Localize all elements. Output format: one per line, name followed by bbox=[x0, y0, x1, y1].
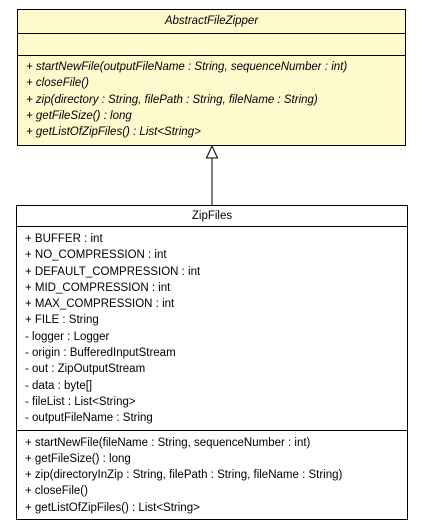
class-zip-files[interactable]: ZipFiles + BUFFER : int + NO_COMPRESSION… bbox=[16, 205, 408, 520]
attribute: - fileList : List<String> bbox=[25, 395, 136, 408]
operation: + getFileSize() : long bbox=[25, 452, 131, 465]
attribute: - outputFileName : String bbox=[25, 412, 153, 425]
operation: + zip(directory : String, filePath : Str… bbox=[26, 93, 318, 106]
operation: + zip(directoryInZip : String, filePath … bbox=[25, 469, 343, 482]
attribute: - origin : BufferedInputStream bbox=[25, 347, 176, 360]
attributes-compartment: + BUFFER : int + NO_COMPRESSION : int + … bbox=[17, 227, 407, 431]
operations-compartment: + startNewFile(fileName : String, sequen… bbox=[17, 431, 407, 519]
class-abstract-file-zipper[interactable]: AbstractFileZipper + startNewFile(output… bbox=[17, 9, 406, 146]
operation: + getListOfZipFiles() : List<String> bbox=[26, 126, 201, 139]
operations-compartment: + startNewFile(outputFileName : String, … bbox=[18, 56, 405, 143]
hollow-triangle-arrowhead-icon bbox=[205, 144, 219, 159]
attribute: + NO_COMPRESSION : int bbox=[25, 249, 167, 262]
operation: + closeFile() bbox=[25, 485, 88, 498]
operation: + closeFile() bbox=[26, 77, 89, 90]
attribute: + BUFFER : int bbox=[25, 233, 103, 245]
attribute: - out : ZipOutputStream bbox=[25, 363, 146, 376]
attribute: + FILE : String bbox=[25, 314, 99, 327]
attributes-compartment bbox=[18, 34, 405, 56]
operation: + startNewFile(outputFileName : String, … bbox=[26, 61, 348, 73]
class-name: AbstractFileZipper bbox=[18, 10, 405, 34]
operation: + startNewFile(fileName : String, sequen… bbox=[25, 436, 311, 449]
class-name: ZipFiles bbox=[17, 206, 407, 227]
attribute: - logger : Logger bbox=[25, 330, 110, 343]
operation: + getFileSize() : long bbox=[26, 109, 132, 122]
attribute: + DEFAULT_COMPRESSION : int bbox=[25, 265, 201, 278]
operation: + getListOfZipFiles() : List<String> bbox=[25, 501, 200, 514]
attribute: - data : byte[] bbox=[25, 379, 93, 392]
attribute: + MID_COMPRESSION : int bbox=[25, 281, 171, 294]
attribute: + MAX_COMPRESSION : int bbox=[25, 298, 175, 311]
